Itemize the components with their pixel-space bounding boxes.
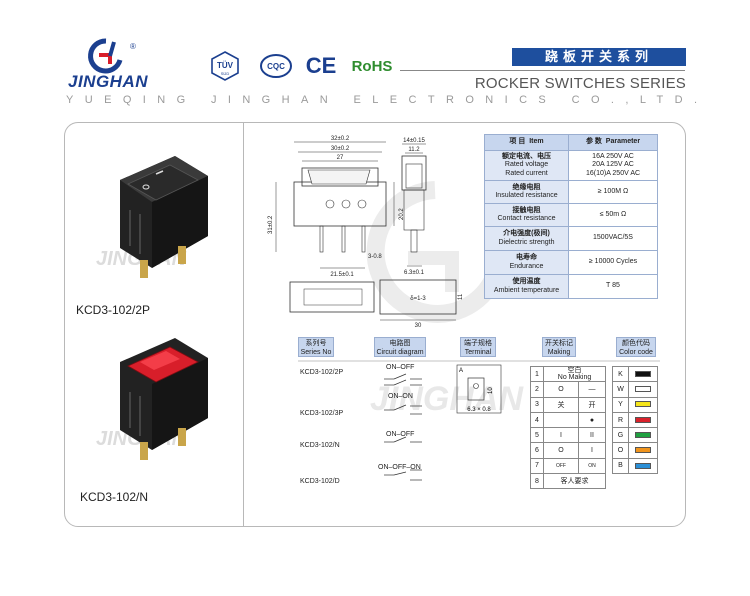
dim-side-mid: 11.2: [408, 147, 420, 153]
registered-mark: ®: [130, 42, 136, 51]
series-title-en: ROCKER SWITCHES SERIES: [474, 75, 686, 92]
panel-divider: [243, 123, 244, 526]
dim-h-main: 31±0.2: [268, 215, 274, 234]
dimension-drawing: 32±0.2 30±0.2 27 31±0.2 20.2 21.5±0.1 3-…: [268, 136, 464, 329]
color-swatch: [635, 416, 651, 423]
marking-row: 4●: [530, 411, 607, 429]
color-row: G: [612, 427, 658, 444]
dim-w-inner: 30±0.2: [331, 146, 350, 152]
dim-w-outer: 32±0.2: [331, 136, 350, 142]
terminal-size: 6.3 × 0.8: [467, 407, 491, 413]
cqc-cert-icon: CQC: [258, 50, 294, 82]
brand-logo: ® JINGHAN: [68, 38, 158, 94]
color-swatch: [635, 431, 651, 438]
dim-w-body: 27: [337, 155, 344, 161]
terminal-letter: A: [459, 368, 463, 374]
color-swatch: [635, 370, 651, 377]
series-item-d: KCD3-102/D: [300, 478, 340, 485]
dim-side-top: 14±0.15: [403, 138, 425, 144]
color-code-table: K W Y R G O B: [612, 365, 658, 475]
tuv-cert-icon: TÜV SÜD: [208, 50, 242, 82]
product-model-top: KCD3-102/2P: [76, 303, 151, 317]
tuv-cert-label: TÜV: [217, 61, 234, 70]
spec-connector-lines: [298, 360, 660, 362]
color-row: Y: [612, 396, 658, 413]
series-title-band: [512, 48, 686, 66]
dim-pin-off: 3-0.8: [368, 254, 382, 260]
product-image-black: [120, 156, 208, 278]
circuit-label-2: ON–ON: [388, 393, 413, 400]
circuit-label-1: ON–OFF: [386, 364, 415, 371]
dim-cutout-w: 30: [415, 323, 422, 329]
color-swatch: [635, 447, 651, 454]
product-image-red: [120, 338, 208, 460]
catalog-panel: [64, 122, 686, 527]
dim-h-body: 20.2: [399, 208, 405, 220]
watermark-center: JINGHAN: [370, 380, 524, 418]
color-swatch: [635, 401, 651, 408]
terminal-drawing: A 10 6.3 × 0.8: [456, 364, 502, 414]
color-swatch: [635, 462, 651, 469]
series-title-cn: 跷板开关系列: [544, 49, 653, 64]
series-item-n: KCD3-102/N: [300, 442, 340, 449]
header-rule: [400, 70, 685, 71]
company-name: YUEQING JINGHAN ELECTRONICS CO.,LTD.: [66, 94, 709, 106]
svg-text:SÜD: SÜD: [221, 71, 230, 76]
product-model-bottom: KCD3-102/N: [80, 490, 149, 504]
color-row: R: [612, 411, 658, 429]
parameter-table-header: 项 目 Item 参 数 Parameter: [484, 134, 658, 151]
param-header-value: 参 数 Parameter: [568, 134, 658, 151]
watermark-logo-icon: [366, 181, 507, 323]
series-item-3p: KCD3-102/3P: [300, 410, 344, 417]
dim-pin-pitch: 21.5±0.1: [330, 272, 354, 278]
param-header-item: 项 目 Item: [484, 134, 569, 151]
circuit-diagrams-icon: [384, 373, 422, 481]
brand-name: JINGHAN: [68, 72, 149, 91]
color-row: B: [612, 457, 658, 475]
terminal-height: 10: [488, 387, 494, 394]
dim-cutout-t: δ=1-3: [410, 296, 426, 302]
ce-cert-label: CE: [305, 53, 337, 78]
circuit-label-4: ON–OFF–ON: [378, 464, 421, 471]
color-row: K: [612, 365, 658, 383]
color-row: W: [612, 381, 658, 398]
series-item-2p: KCD3-102/2P: [300, 369, 344, 376]
dim-pin-w: 6.3±0.1: [404, 270, 425, 276]
rohs-cert-label: RoHS: [351, 57, 393, 75]
circuit-label-3: ON–OFF: [386, 431, 415, 438]
param-row-dielectric: 介电强度(极间)Dielectric strength 1500VAC/5S: [484, 226, 658, 251]
cqc-cert-label: CQC: [267, 62, 285, 71]
color-row: O: [612, 442, 658, 459]
brand-logo-icon: [88, 38, 123, 74]
color-swatch: [635, 386, 651, 393]
dim-cutout-h: 11: [458, 293, 464, 300]
